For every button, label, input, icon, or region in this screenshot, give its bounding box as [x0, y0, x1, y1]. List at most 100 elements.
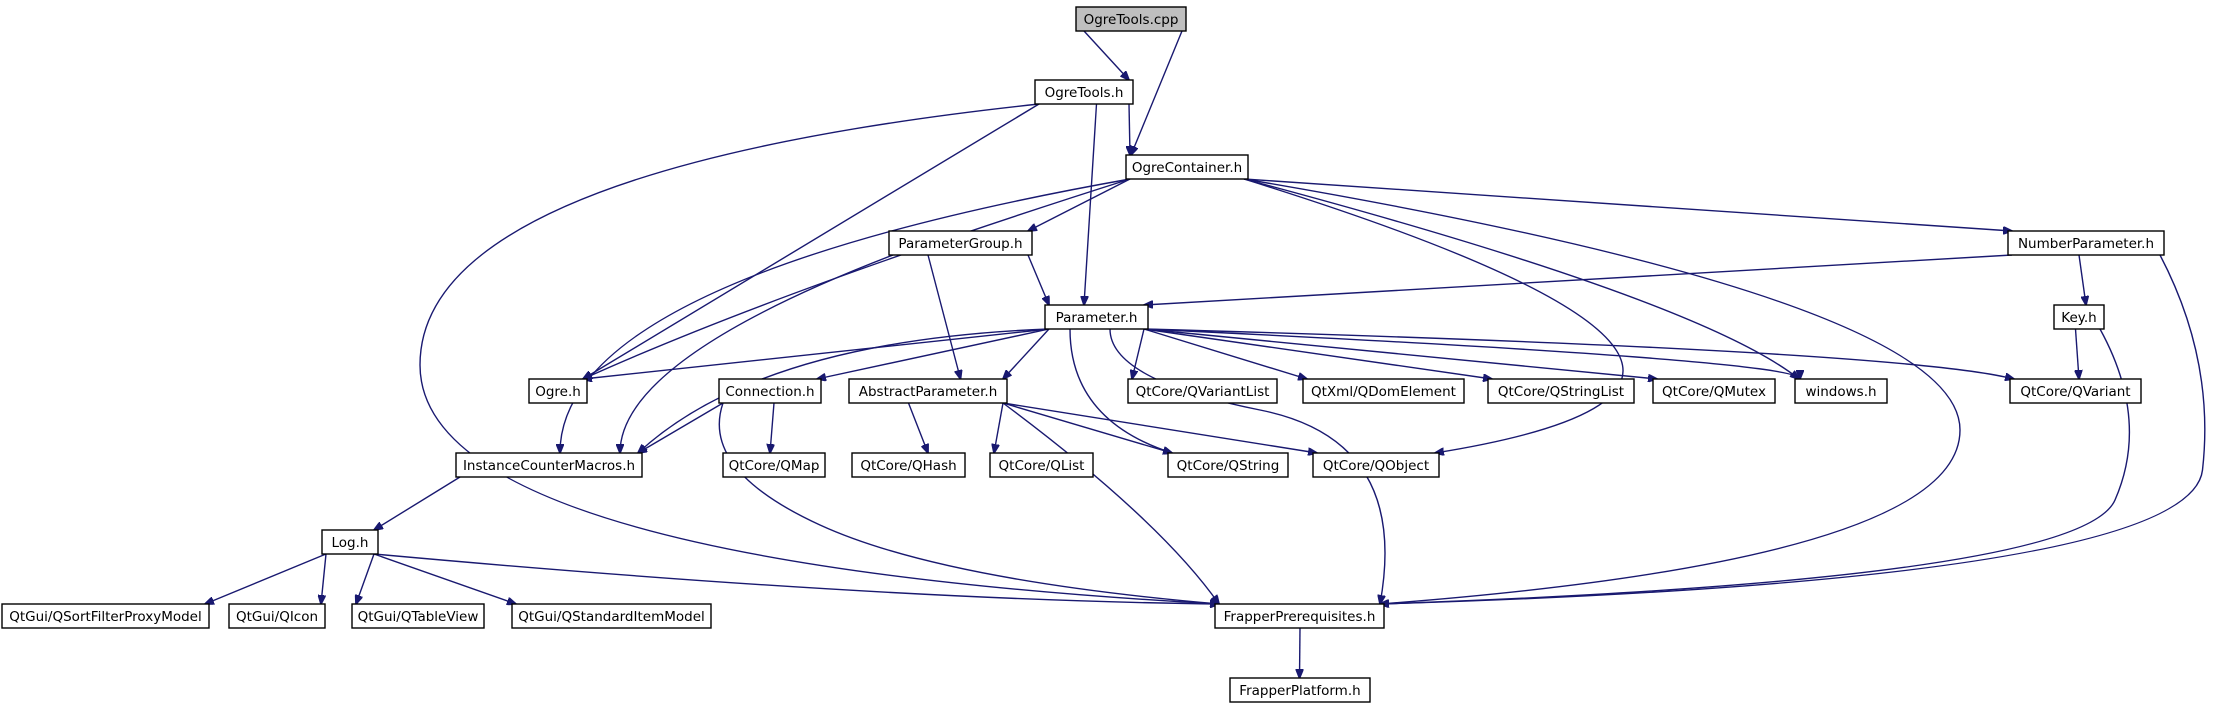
edge-numberparameter_h-to-parameter_h [1144, 254, 2013, 305]
edge-connection_h-to-instancecountermacros_h [638, 402, 724, 453]
node-box [848, 378, 1008, 404]
node-numberparameter-h[interactable]: NumberParameter.h [2007, 230, 2165, 256]
edge-ogretools_h-to-parameter_h [1084, 103, 1098, 305]
edge-connection_h-to-frapperprerequisites_h [718, 402, 1219, 604]
edge-ogretools_cpp-to-ogretools_h [1083, 30, 1129, 80]
node-box [2007, 230, 2165, 256]
node-label: QtGui/QStandardItemModel [518, 609, 705, 625]
node-qstringlist[interactable]: QtCore/QStringList [1487, 378, 1635, 404]
node-parametergroup-h[interactable]: ParameterGroup.h [888, 230, 1033, 256]
node-box [1312, 452, 1440, 478]
node-label: QtCore/QVariantList [1136, 384, 1270, 400]
edge-abstractparameter_h-to-qhash [907, 402, 929, 453]
node-abstractparameter-h[interactable]: AbstractParameter.h [848, 378, 1008, 404]
node-log-h[interactable]: Log.h [321, 529, 379, 555]
edge-log_h-to-qicon [321, 553, 327, 604]
node-qdomelement[interactable]: QtXml/QDomElement [1302, 378, 1465, 404]
edge-ogrecontainer_h-to-qobject [1243, 178, 1624, 453]
node-qobject[interactable]: QtCore/QObject [1312, 452, 1440, 478]
node-box [1487, 378, 1635, 404]
edge-key_h-to-qvariant [2076, 328, 2080, 379]
edge-abstractparameter_h-to-frapperprerequisites_h [1002, 402, 1219, 604]
node-ogretools-h[interactable]: OgreTools.h [1034, 79, 1134, 105]
edge-abstractparameter_h-to-qstring [1002, 402, 1172, 453]
node-qstring[interactable]: QtCore/QString [1167, 452, 1289, 478]
node-label: QtCore/QList [999, 458, 1085, 474]
node-ogretools-cpp[interactable]: OgreTools.cpp [1075, 6, 1187, 32]
node-box [1167, 452, 1289, 478]
node-qvariant[interactable]: QtCore/QVariant [2009, 378, 2142, 404]
node-qsortfilterproxymodel[interactable]: QtGui/QSortFilterProxyModel [1, 603, 210, 629]
node-label: Parameter.h [1056, 310, 1138, 326]
node-box [1214, 603, 1385, 629]
node-box [1652, 378, 1776, 404]
node-qtableview[interactable]: QtGui/QTableView [351, 603, 485, 629]
node-label: QtCore/QVariant [2020, 384, 2130, 400]
node-box [528, 378, 588, 404]
edge-parameter_h-to-connection_h [817, 328, 1050, 379]
edge-ogrecontainer_h-to-ogre_h [583, 178, 1131, 379]
node-qmap[interactable]: QtCore/QMap [722, 452, 826, 478]
node-box [718, 378, 822, 404]
node-parameter-h[interactable]: Parameter.h [1044, 304, 1149, 330]
edge-parameter_h-to-qvariantlist [1132, 328, 1145, 379]
node-label: QtGui/QTableView [358, 609, 479, 625]
node-windows-h[interactable]: windows.h [1794, 378, 1888, 404]
edge-ogrecontainer_h-to-windows_h [1243, 178, 1799, 379]
node-label: Ogre.h [535, 384, 581, 400]
node-ogre-h[interactable]: Ogre.h [528, 378, 588, 404]
node-box [455, 452, 643, 478]
node-label: QtCore/QHash [860, 458, 956, 474]
node-label: OgreContainer.h [1132, 160, 1242, 176]
node-label: Connection.h [725, 384, 814, 400]
node-box [722, 452, 826, 478]
node-label: InstanceCounterMacros.h [463, 458, 635, 474]
node-label: QtCore/QObject [1323, 458, 1429, 474]
node-qvariantlist[interactable]: QtCore/QVariantList [1127, 378, 1278, 404]
node-label: FrapperPlatform.h [1239, 683, 1360, 699]
edge-frapperprerequisites_h-to-frapperplatform_h [1300, 627, 1301, 678]
node-instancecountermacros-h[interactable]: InstanceCounterMacros.h [455, 452, 643, 478]
node-qmutex[interactable]: QtCore/QMutex [1652, 378, 1776, 404]
edge-ogrecontainer_h-to-frapperprerequisites_h [1243, 178, 1961, 604]
node-box [321, 529, 379, 555]
node-label: Log.h [332, 535, 369, 551]
edge-abstractparameter_h-to-qobject [1002, 402, 1317, 453]
node-frapperplatform-h[interactable]: FrapperPlatform.h [1229, 677, 1371, 703]
edge-parametergroup_h-to-abstractparameter_h [927, 254, 961, 379]
node-connection-h[interactable]: Connection.h [718, 378, 822, 404]
node-label: OgreTools.h [1045, 85, 1124, 101]
node-qicon[interactable]: QtGui/QIcon [228, 603, 326, 629]
node-box [1302, 378, 1465, 404]
edge-parameter_h-to-instancecountermacros_h [638, 328, 1050, 453]
node-box [351, 603, 485, 629]
edge-log_h-to-qsortfilterproxymodel [205, 553, 327, 604]
edge-ogrecontainer_h-to-numberparameter_h [1243, 178, 2012, 231]
edge-parameter_h-to-qstring [1069, 328, 1172, 453]
node-key-h[interactable]: Key.h [2053, 304, 2105, 330]
edge-parameter_h-to-ogre_h [583, 328, 1050, 379]
edge-key_h-to-frapperprerequisites_h [1380, 328, 2131, 604]
node-ogrecontainer-h[interactable]: OgreContainer.h [1125, 154, 1249, 180]
edge-numberparameter_h-to-frapperprerequisites_h [1380, 254, 2206, 604]
node-label: QtCore/QString [1177, 458, 1280, 474]
node-label: QtCore/QMap [729, 458, 820, 474]
node-box [2053, 304, 2105, 330]
edge-log_h-to-qtableview [356, 553, 375, 604]
node-qlist[interactable]: QtCore/QList [989, 452, 1094, 478]
edge-ogrecontainer_h-to-instancecountermacros_h [560, 178, 1131, 453]
edge-layer [205, 30, 2206, 678]
node-frapperprerequisites-h[interactable]: FrapperPrerequisites.h [1214, 603, 1385, 629]
node-qstandarditemmodel[interactable]: QtGui/QStandardItemModel [511, 603, 712, 629]
node-label: AbstractParameter.h [859, 384, 998, 400]
node-label: QtGui/QIcon [236, 609, 318, 625]
node-box [1075, 6, 1187, 32]
edge-parameter_h-to-windows_h [1143, 328, 1800, 379]
node-qhash[interactable]: QtCore/QHash [851, 452, 966, 478]
node-box [1229, 677, 1371, 703]
edge-log_h-to-qstandarditemmodel [373, 553, 516, 604]
node-box [1044, 304, 1149, 330]
edge-parametergroup_h-to-parameter_h [1027, 254, 1049, 305]
node-box [888, 230, 1033, 256]
